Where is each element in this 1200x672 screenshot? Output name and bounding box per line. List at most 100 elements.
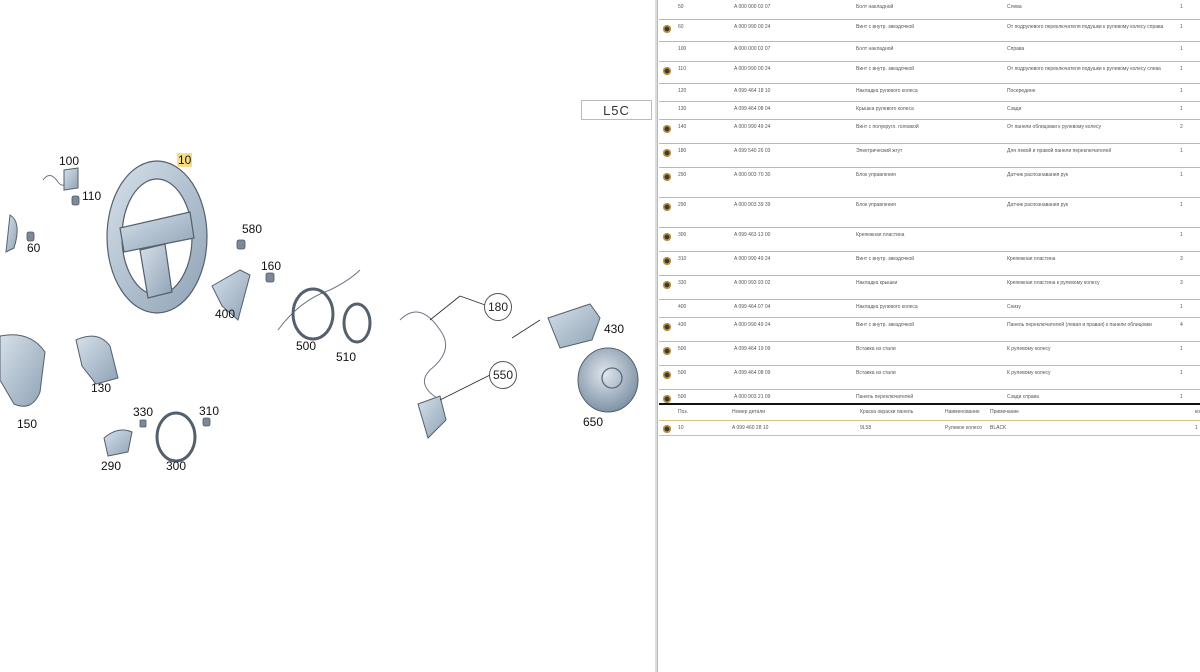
row-part-name: Накладка крышки — [856, 280, 898, 286]
row-indicator-cell — [659, 84, 675, 101]
row-part-note: Слева — [1007, 4, 1022, 10]
row-indicator-cell — [659, 252, 675, 275]
part-indicator-icon — [663, 125, 671, 133]
row-pos: 500 — [678, 370, 687, 376]
row-part-number: A 099 464 07 04 — [734, 304, 771, 310]
callout-300[interactable]: 300 — [166, 459, 187, 473]
row-qty: 3 — [1180, 280, 1183, 286]
callout-330[interactable]: 330 — [133, 405, 154, 419]
callout-510[interactable]: 510 — [336, 350, 357, 364]
row-part-name: Болт накладной — [856, 46, 894, 52]
row-part-note: От панели облицовки к рулевому колесу — [1007, 124, 1102, 130]
row-part-note: Панель переключателей (левая и правая) к… — [1007, 322, 1152, 328]
callout-580[interactable]: 580 — [242, 222, 263, 236]
part-indicator-icon — [663, 67, 671, 75]
row-pos: 100 — [678, 46, 687, 52]
row-part-note: Сзади справа — [1007, 394, 1039, 400]
row-indicator-cell — [659, 228, 675, 251]
callout-290[interactable]: 290 — [101, 459, 122, 473]
row-pos: 290 — [678, 202, 687, 208]
row-part-note: Датчик распознавания рук — [1007, 202, 1069, 208]
row-indicator-cell — [659, 342, 675, 365]
row-pos: 300 — [678, 232, 687, 238]
callout-500[interactable]: 500 — [296, 339, 317, 353]
row-part-note: Для левой и правой панели переключателей — [1007, 148, 1112, 154]
part-indicator-icon — [659, 424, 675, 433]
callout-160[interactable]: 160 — [261, 259, 282, 273]
row-pos: 50 — [678, 4, 684, 10]
callout-bubble-550[interactable]: 550 — [489, 361, 517, 389]
row-indicator-cell — [659, 20, 675, 41]
header-color: Краска окраски панель — [860, 409, 914, 415]
selected-part-number: A 099 460 28 10 — [732, 424, 769, 431]
callout-400[interactable]: 400 — [215, 307, 236, 321]
row-indicator-cell — [659, 144, 675, 167]
row-pos: 400 — [678, 304, 687, 310]
callout-650[interactable]: 650 — [583, 415, 604, 429]
selected-color-code: 9L58 — [860, 424, 872, 431]
callout-100[interactable]: 100 — [59, 154, 80, 168]
row-pos: 500 — [678, 394, 687, 400]
row-part-note: Датчик распознавания рук — [1007, 172, 1069, 178]
pane-splitter[interactable] — [655, 0, 658, 672]
part-indicator-icon — [663, 395, 671, 403]
callout-150[interactable]: 150 — [17, 417, 38, 431]
callout-310[interactable]: 310 — [199, 404, 220, 418]
row-part-name: Блок управления — [856, 172, 896, 178]
header-pos: Поз. — [678, 409, 688, 415]
row-qty: 1 — [1180, 46, 1183, 52]
part-indicator-icon — [663, 371, 671, 379]
row-part-number: A 000 903 70 30 — [734, 172, 771, 178]
row-part-number: A 000 990 00 24 — [734, 66, 771, 72]
callout-10-selected[interactable]: 10 — [177, 153, 193, 167]
row-indicator-cell — [659, 318, 675, 341]
lsc-button[interactable]: L5C — [581, 100, 652, 120]
callout-bubble-180[interactable]: 180 — [484, 293, 512, 321]
callout-130[interactable]: 130 — [91, 381, 112, 395]
row-indicator-cell — [659, 366, 675, 389]
callout-60[interactable]: 60 — [27, 241, 41, 255]
part-indicator-icon — [663, 281, 671, 289]
callout-430[interactable]: 430 — [604, 322, 625, 336]
parts-diagram-pane[interactable]: 100 10 110 60 580 160 400 500 510 150 13… — [0, 0, 655, 672]
part-indicator-icon — [663, 323, 671, 331]
selected-part-row[interactable]: 10 A 099 460 28 10 9L58 Рулевое колесо B… — [659, 421, 1200, 436]
part-indicator-icon — [663, 347, 671, 355]
row-indicator-cell — [659, 0, 675, 19]
part-indicator-icon — [663, 25, 671, 33]
row-pos: 310 — [678, 256, 687, 262]
row-qty: 3 — [1180, 256, 1183, 262]
part-indicator-icon — [663, 203, 671, 211]
row-qty: 1 — [1180, 88, 1183, 94]
row-part-name: Вставка из стали — [856, 346, 896, 352]
row-qty: 1 — [1180, 4, 1183, 10]
header-name: Наименование — [945, 409, 980, 415]
header-part-number: Номер детали — [732, 409, 766, 415]
part-indicator-icon — [663, 173, 671, 181]
row-qty: 1 — [1180, 66, 1183, 72]
callout-110[interactable]: 110 — [82, 189, 102, 203]
row-pos: 430 — [678, 322, 687, 328]
row-pos: 60 — [678, 24, 684, 30]
ring-parts — [155, 287, 372, 463]
